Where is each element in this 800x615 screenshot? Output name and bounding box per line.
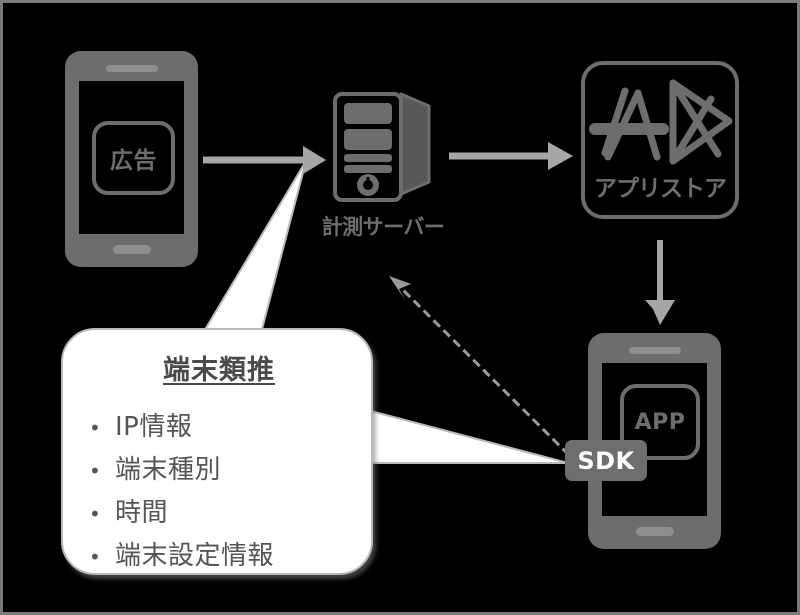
sdk-to-server-dashed-arrow [389, 276, 571, 457]
phone-screen [79, 81, 184, 234]
app-store-a-icon [589, 87, 669, 161]
connector-layer [201, 142, 675, 464]
callout-tail-server [201, 160, 307, 334]
ad-to-server-arrow [203, 146, 326, 174]
phone-speaker-icon [629, 347, 681, 354]
appstore-icon-group [581, 61, 739, 219]
ad-tile[interactable]: 広告 [92, 121, 175, 195]
phone-speaker-icon [106, 65, 158, 72]
list-item: • 端末種別 [89, 449, 274, 492]
google-play-triangle-icon [669, 79, 733, 165]
phone-home-button[interactable] [113, 245, 151, 254]
list-item: • IP情報 [89, 406, 274, 449]
callout-list: • IP情報 • 端末種別 • 時間 • 端末設定情報 [89, 406, 274, 578]
ad-phone [65, 51, 198, 267]
measurement-server-icon [329, 90, 433, 205]
list-item-label: 端末種別 [115, 455, 222, 485]
app-tile[interactable]: APP [620, 384, 700, 460]
appstore-label: アプリストア [594, 176, 727, 202]
callout-title: 端末類推 [163, 355, 275, 386]
bullet-icon: • [89, 416, 102, 440]
server-label: 計測サーバー [321, 215, 445, 239]
appstore-to-app-phone-arrow [645, 240, 675, 325]
app-tile-label: APP [634, 409, 686, 435]
list-item-label: 端末設定情報 [115, 541, 275, 571]
device-inference-callout: 端末類推 • IP情報 • 端末種別 • 時間 • 端末設定情報 [61, 328, 373, 575]
bullet-icon: • [89, 545, 102, 569]
sdk-badge[interactable]: SDK [565, 440, 647, 481]
list-item-label: 時間 [115, 498, 169, 528]
phone-home-button[interactable] [636, 527, 674, 536]
list-item: • 端末設定情報 [89, 535, 274, 578]
appstore-box[interactable] [581, 61, 739, 219]
bullet-icon: • [89, 502, 102, 526]
bullet-icon: • [89, 459, 102, 483]
list-item-label: IP情報 [115, 412, 193, 442]
ad-tile-label: 広告 [110, 148, 157, 174]
list-item: • 時間 [89, 492, 274, 535]
sdk-badge-label: SDK [577, 446, 635, 475]
server-to-appstore-arrow [449, 142, 573, 170]
